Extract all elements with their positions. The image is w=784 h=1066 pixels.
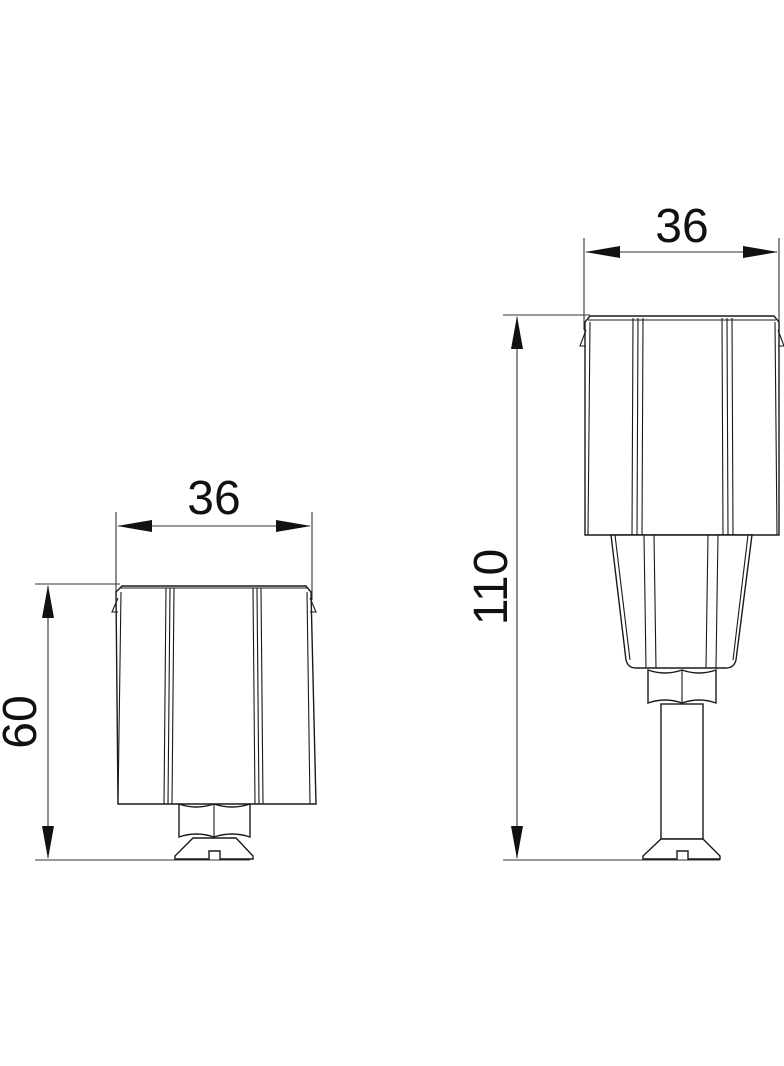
- tall-foot-cap: [579, 315, 784, 536]
- tall-foot-screw-head: [642, 838, 721, 860]
- tall-foot-width-dimension: 36: [583, 200, 780, 330]
- short-foot-screw-head: [174, 837, 254, 860]
- tall-foot-nut: [647, 669, 717, 704]
- short-foot-height-dimension: 60: [0, 583, 250, 861]
- tall-foot-rod: [660, 703, 704, 840]
- short-foot-nut: [178, 803, 251, 838]
- short-foot-width-dimension: 36: [115, 472, 313, 600]
- short-foot-height-label: 60: [0, 695, 47, 748]
- tall-foot-height-dimension: 110: [465, 314, 720, 861]
- short-foot-cap: [111, 585, 317, 805]
- tall-foot-view: 36 110: [465, 200, 784, 861]
- short-foot-width-label: 36: [187, 472, 240, 525]
- tall-foot-width-label: 36: [655, 200, 708, 253]
- tall-foot-housing: [610, 534, 753, 669]
- tall-foot-height-label: 110: [465, 549, 518, 626]
- short-foot-view: 36 60: [0, 472, 317, 861]
